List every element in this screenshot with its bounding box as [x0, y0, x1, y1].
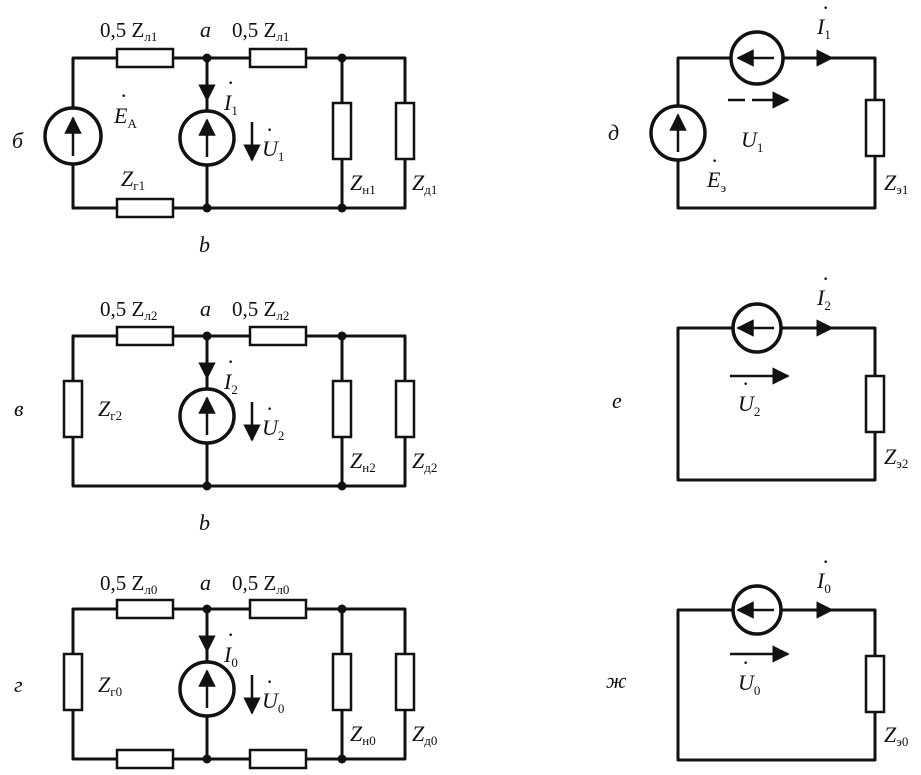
generator-impedance	[62, 379, 84, 439]
line-impedance-right	[248, 325, 308, 347]
panel-letter: б	[12, 128, 24, 153]
voltage-label: U0	[262, 688, 284, 716]
line-impedance-bottom-right	[248, 748, 308, 770]
dot-accent: ·	[266, 396, 273, 421]
motor-impedance	[394, 379, 416, 439]
generator-impedance	[62, 652, 84, 712]
line-impedance-left-label: 0,5 Zл0	[100, 571, 157, 597]
current-label: I0	[816, 568, 831, 596]
impedance-label: Zэ1	[884, 170, 908, 197]
emf-label: Eэ	[706, 167, 726, 195]
panel-letter: в	[14, 396, 24, 421]
node-b-label: b	[199, 510, 210, 535]
dot-accent: ·	[822, 549, 829, 574]
junction-dot	[337, 203, 347, 213]
node-b-dot	[202, 203, 212, 213]
node-a-dot	[202, 53, 212, 63]
node-b-dot	[202, 481, 212, 491]
line-impedance-left-label: 0,5 Zл2	[100, 297, 157, 323]
line-impedance-bottom-left	[115, 748, 175, 770]
junction-dot	[337, 481, 347, 491]
current-label: I2	[816, 285, 831, 313]
panel-v: в 0,5 Zл2 a 0,5 Zл2 Zг2 · I2 · U2 Zн2 Zд…	[14, 296, 437, 535]
dot-accent: ·	[266, 669, 273, 694]
dot-accent: ·	[822, 266, 829, 291]
motor-impedance-label: Zд0	[412, 721, 437, 748]
dot-accent: ·	[266, 117, 273, 142]
current-label: I0	[223, 642, 238, 670]
equivalent-impedance	[864, 654, 886, 714]
dot-accent: ·	[711, 148, 718, 173]
load-impedance-label: Zн0	[350, 721, 376, 748]
line-impedance-left	[115, 325, 175, 347]
dot-accent: ·	[227, 622, 234, 647]
node-b-label: b	[199, 232, 210, 257]
dot-accent: ·	[742, 371, 749, 396]
panel-d: д · I1 U1 · Eэ Zэ1	[608, 0, 908, 210]
panel-b: б 0,5 Zл1 a 0,5 Zл1 · EA Zг1 · I1	[12, 17, 437, 257]
node-a-dot	[202, 331, 212, 341]
voltage-label: U0	[738, 670, 760, 698]
junction-dot	[337, 331, 347, 341]
line-impedance-right	[248, 47, 308, 69]
impedance-label: Zэ2	[884, 444, 908, 471]
dot-accent: ·	[742, 650, 749, 675]
loop-wire	[676, 326, 877, 482]
panel-e: е · I2 · U2 Zэ2	[612, 266, 908, 482]
junction-dot	[337, 53, 347, 63]
node-a-label: a	[200, 17, 211, 42]
node-b-dot	[202, 754, 212, 764]
dot-accent: ·	[822, 0, 829, 20]
line-impedance-left-label: 0,5 Zл1	[100, 18, 157, 44]
voltage-label: U2	[262, 415, 284, 443]
panel-letter: е	[612, 388, 622, 413]
junction-dot	[337, 604, 347, 614]
emf-label: EA	[113, 103, 137, 131]
motor-impedance	[394, 652, 416, 712]
panel-letter: ж	[606, 668, 627, 693]
motor-impedance-label: Zд2	[412, 448, 437, 475]
dot-accent: ·	[120, 83, 127, 108]
generator-impedance-label: Zг2	[98, 396, 122, 423]
line-impedance-right	[248, 598, 308, 620]
line-impedance-left	[115, 47, 175, 69]
load-impedance	[331, 652, 353, 712]
node-a-label: a	[200, 570, 211, 595]
motor-impedance	[394, 101, 416, 161]
loop-wire	[676, 608, 877, 762]
load-impedance-label: Zн1	[350, 170, 376, 197]
load-impedance	[331, 101, 353, 161]
voltage-label: U1	[262, 136, 284, 164]
junction-dot	[337, 754, 347, 764]
generator-impedance-label: Zг1	[121, 166, 145, 193]
motor-impedance-label: Zд1	[412, 170, 437, 197]
panel-letter: д	[608, 120, 619, 145]
load-impedance	[331, 379, 353, 439]
load-impedance-label: Zн2	[350, 448, 376, 475]
equivalent-impedance	[864, 98, 886, 158]
panel-g: г 0,5 Zл0 a 0,5 Zл0 Zг0 · I0 · U0 Zн0 Zд…	[14, 570, 437, 770]
dot-accent: ·	[227, 70, 234, 95]
panel-zh: ж · I0 · U0 Zэ0	[606, 549, 908, 762]
dot-accent: ·	[227, 349, 234, 374]
line-impedance-right-label: 0,5 Zл2	[232, 297, 289, 323]
line-impedance-left	[115, 598, 175, 620]
panel-letter: г	[14, 672, 23, 697]
equivalent-impedance	[864, 374, 886, 434]
generator-impedance	[115, 197, 175, 219]
current-label: I1	[223, 90, 238, 118]
current-label: I2	[223, 369, 238, 397]
line-impedance-right-label: 0,5 Zл0	[232, 571, 289, 597]
generator-impedance-label: Zг0	[98, 672, 122, 699]
line-impedance-right-label: 0,5 Zл1	[232, 18, 289, 44]
voltage-label: U1	[741, 127, 763, 155]
node-a-dot	[202, 604, 212, 614]
node-a-label: a	[200, 296, 211, 321]
current-label: I1	[816, 14, 831, 42]
impedance-label: Zэ0	[884, 722, 908, 749]
voltage-label: U2	[738, 391, 760, 419]
